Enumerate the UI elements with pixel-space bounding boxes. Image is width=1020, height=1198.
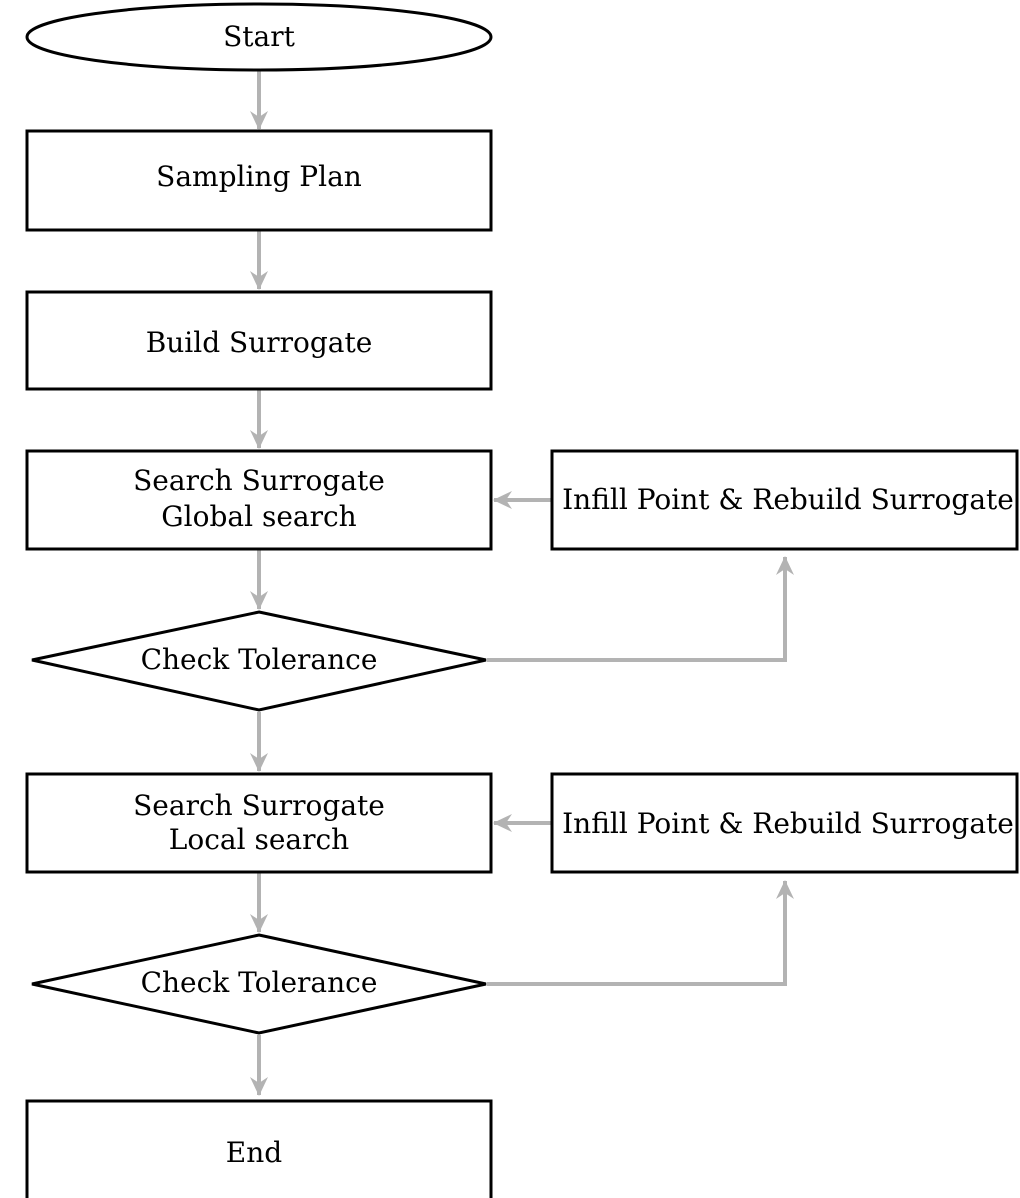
sampling-plan-box — [25, 129, 493, 232]
end-box — [25, 1099, 493, 1198]
search-local-line2: Local search — [169, 823, 349, 856]
search-global-line2: Global search — [161, 500, 356, 533]
check-tolerance-2-label: Check Tolerance — [141, 966, 378, 999]
connectors — [250, 71, 794, 1096]
start-label: Start — [223, 20, 296, 53]
sampling-plan-label: Sampling Plan — [156, 160, 362, 193]
end-label: End — [226, 1136, 282, 1169]
search-local-line1: Search Surrogate — [133, 789, 385, 822]
build-surrogate-label: Build Surrogate — [146, 326, 373, 359]
infill-local-box — [550, 772, 1019, 874]
edge-check-tolerance-2-to-infill-local — [487, 880, 794, 986]
node-infill-global: Infill Point & Rebuild Surrogate — [550, 449, 1019, 551]
check-tolerance-1-label: Check Tolerance — [141, 643, 378, 676]
node-start: Start — [25, 2, 493, 72]
check-tolerance-2-diamond — [31, 933, 487, 1035]
search-global-box — [25, 449, 493, 551]
node-search-global: Search Surrogate Global search — [25, 449, 493, 551]
search-local-box — [25, 772, 493, 874]
infill-global-box — [550, 449, 1019, 551]
check-tolerance-1-diamond — [31, 610, 487, 712]
node-build-surrogate: Build Surrogate — [25, 290, 493, 391]
node-end: End — [25, 1099, 493, 1198]
node-sampling-plan: Sampling Plan — [25, 129, 493, 232]
build-surrogate-box — [25, 290, 493, 391]
search-global-line1: Search Surrogate — [133, 464, 385, 497]
edge-check-tolerance-1-to-infill-global — [487, 556, 794, 662]
start-ellipse — [25, 2, 493, 72]
node-check-tolerance-1: Check Tolerance — [31, 610, 487, 712]
infill-global-label: Infill Point & Rebuild Surrogate — [562, 483, 1014, 516]
node-search-local: Search Surrogate Local search — [25, 772, 493, 874]
node-infill-local: Infill Point & Rebuild Surrogate — [550, 772, 1019, 874]
node-check-tolerance-2: Check Tolerance — [31, 933, 487, 1035]
infill-local-label: Infill Point & Rebuild Surrogate — [562, 807, 1014, 840]
